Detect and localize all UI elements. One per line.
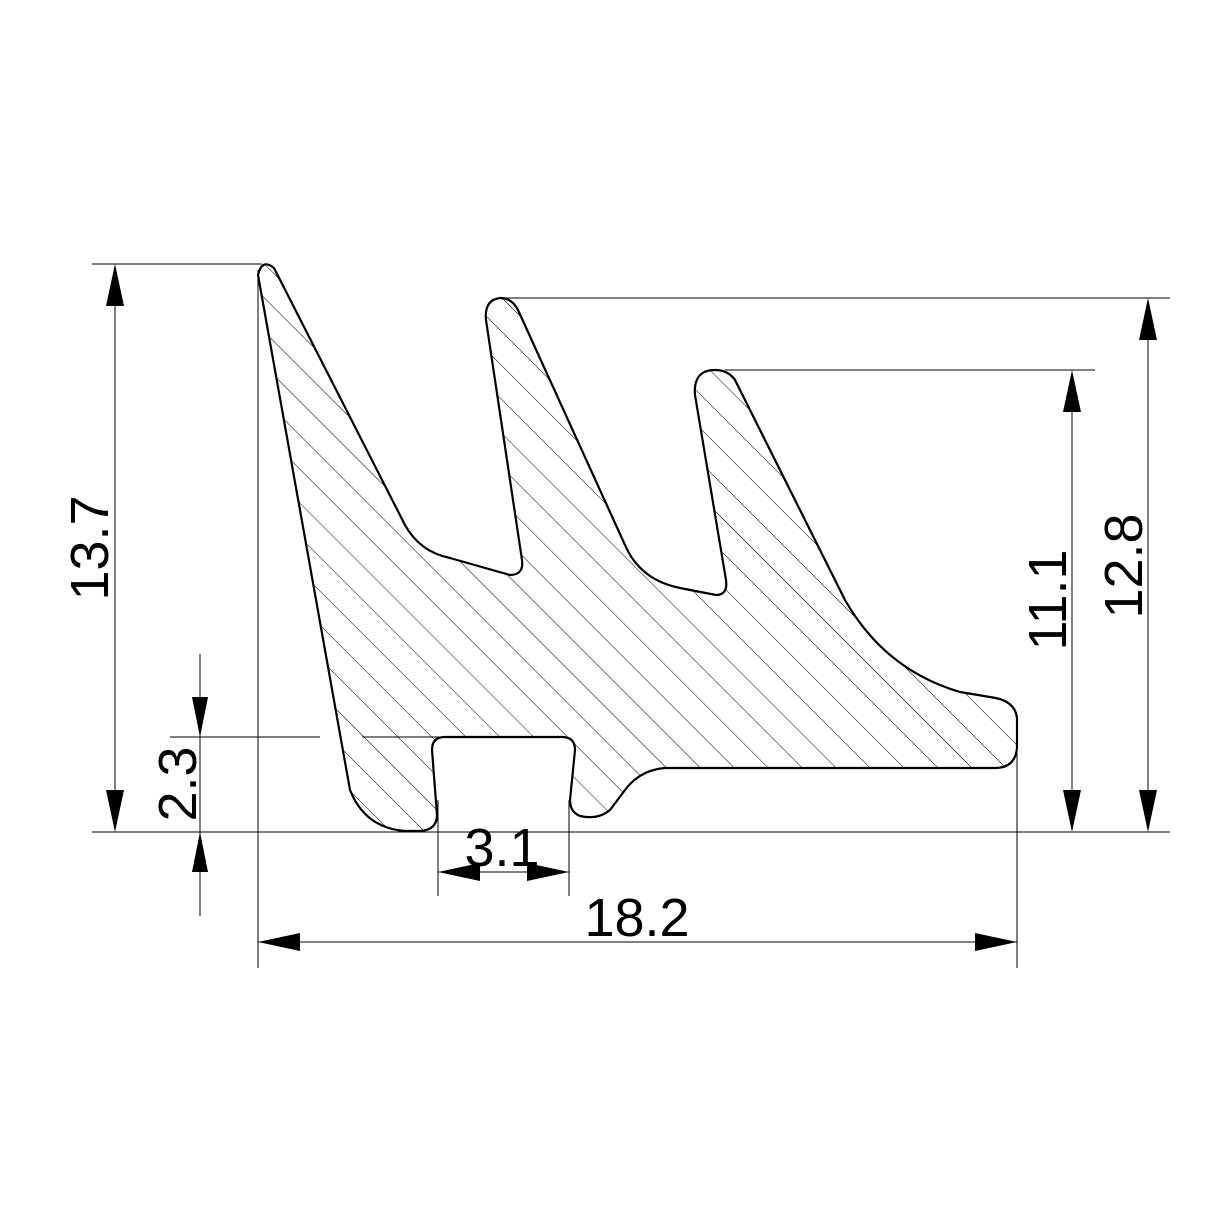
arrow-up-icon bbox=[1063, 370, 1081, 412]
arrow-up-icon bbox=[1139, 298, 1157, 340]
arrow-down-icon bbox=[106, 790, 124, 832]
dim-overall-height: 13.7 bbox=[60, 495, 120, 600]
arrow-down-icon bbox=[192, 697, 208, 737]
dim-slot-depth: 2.3 bbox=[148, 746, 208, 821]
dim-overall-width: 18.2 bbox=[584, 888, 689, 948]
arrow-right-icon bbox=[975, 933, 1017, 951]
dim-middle-lip-height: 12.8 bbox=[1094, 513, 1154, 618]
dim-inner-lip-height: 11.1 bbox=[1018, 549, 1078, 650]
arrow-up-icon bbox=[192, 832, 208, 872]
seal-cross-section bbox=[256, 263, 1019, 833]
arrow-left-icon bbox=[438, 863, 480, 881]
arrow-down-icon bbox=[1063, 790, 1081, 832]
arrow-left-icon bbox=[258, 933, 300, 951]
dim-slot-width: 3.1 bbox=[464, 818, 539, 878]
arrow-down-icon bbox=[1139, 790, 1157, 832]
arrow-right-icon bbox=[527, 863, 569, 881]
arrow-up-icon bbox=[106, 264, 124, 306]
